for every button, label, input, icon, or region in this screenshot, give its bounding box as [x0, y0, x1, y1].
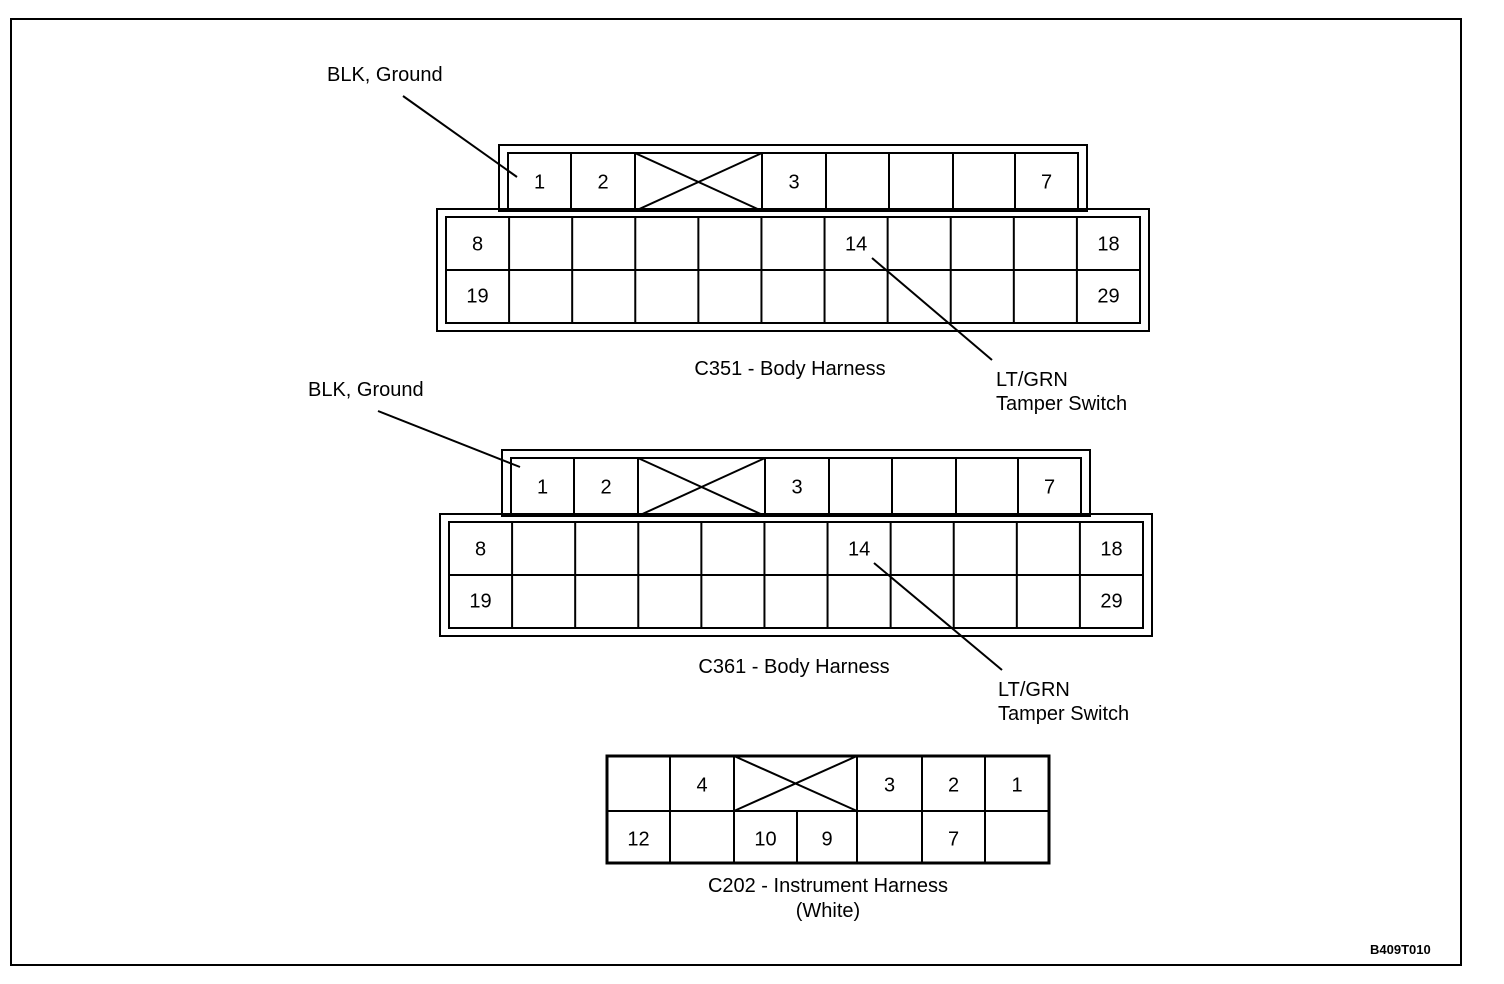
c361-switch-leader [873, 562, 1003, 671]
c361-pin-label: 19 [469, 590, 491, 612]
c351-blocked-cavity-x [634, 152, 763, 212]
c361-pin-label: 8 [475, 538, 486, 560]
c351-ground-callout: BLK, Ground [327, 64, 443, 86]
c202-pin-label: 2 [948, 774, 959, 796]
c361-pin-label: 14 [848, 538, 870, 560]
c351-switch-callout-name: Tamper Switch [996, 393, 1128, 415]
c202-caption-color: (White) [795, 900, 861, 922]
c361-caption: C361 - Body Harness [698, 656, 890, 678]
c361-pin-label: 29 [1100, 590, 1122, 612]
figure-id: B409T010 [1370, 942, 1431, 957]
c361-pin-label: 1 [537, 476, 548, 498]
c351-pin-label: 29 [1097, 285, 1119, 307]
c351-pin-label: 2 [597, 171, 608, 193]
c202-pin-label: 7 [948, 828, 959, 850]
c351-pin-label: 14 [845, 233, 867, 255]
c361-pin-label: 2 [600, 476, 611, 498]
c361-pin-label: 7 [1044, 476, 1055, 498]
c202-body [605, 754, 1051, 865]
c351-pin-label: 19 [466, 285, 488, 307]
c351-pin-label: 18 [1097, 233, 1119, 255]
c202-pin-label: 9 [821, 828, 832, 850]
c351-pin-label: 3 [788, 171, 799, 193]
c351-switch-callout-wire: LT/GRN [996, 369, 1068, 391]
c361-body-outer [439, 513, 1153, 637]
c202-pin-label: 12 [627, 828, 649, 850]
c351-tab-inner [507, 152, 1079, 212]
c361-ground-callout: BLK, Ground [308, 379, 424, 401]
c361-switch-callout-name: Tamper Switch [998, 703, 1130, 725]
c351-ground-leader [402, 95, 518, 178]
c202-pin-label: 1 [1011, 774, 1022, 796]
c361-pin-label: 3 [791, 476, 802, 498]
c361-tab-inner [510, 457, 1082, 517]
c202-blocked-cavity-x [733, 755, 858, 812]
c202-pin-label: 4 [696, 774, 707, 796]
c351-pin-label: 8 [472, 233, 483, 255]
c202-caption: C202 - Instrument Harness [707, 875, 949, 897]
c361-switch-callout-wire: LT/GRN [998, 679, 1070, 701]
c361-ground-leader [377, 410, 521, 468]
diagram-frame [10, 18, 1462, 966]
c202-pin-label: 10 [754, 828, 776, 850]
c351-caption: C351 - Body Harness [694, 358, 886, 380]
c351-pin-label: 1 [534, 171, 545, 193]
c351-pin-label: 7 [1041, 171, 1052, 193]
c351-body-outer [436, 208, 1150, 332]
c351-switch-leader [871, 257, 993, 361]
c202-pin-label: 3 [884, 774, 895, 796]
c361-pin-label: 18 [1100, 538, 1122, 560]
c361-blocked-cavity-x [637, 457, 766, 517]
